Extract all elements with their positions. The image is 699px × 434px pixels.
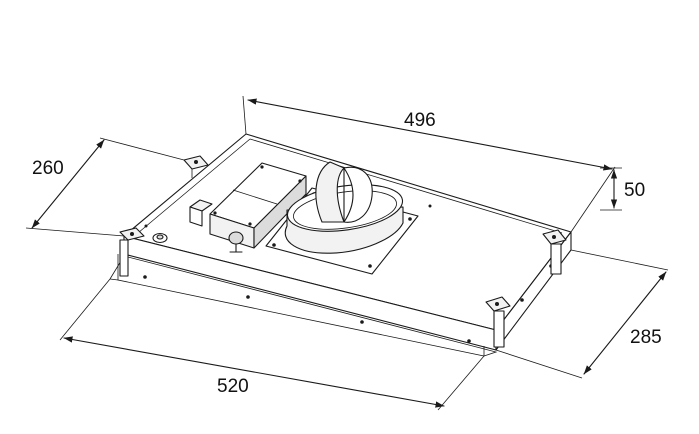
- mounting-bracket-back-left: [183, 155, 209, 178]
- hole: [144, 224, 148, 228]
- adjustment-knob: [152, 232, 168, 244]
- dimension-260: [25, 137, 185, 237]
- dimension-label-496: 496: [404, 110, 436, 131]
- exhaust-outlet: [265, 161, 419, 275]
- dimension-285: [495, 249, 669, 379]
- mounting-bracket-front-left: [119, 227, 145, 277]
- hole: [467, 339, 471, 343]
- dimension-label-260: 260: [32, 158, 64, 179]
- dimension-label-285: 285: [630, 327, 662, 348]
- hole: [520, 298, 524, 302]
- dimension-520: [59, 278, 485, 411]
- dimension-496: [242, 95, 616, 233]
- damper-flap-left: [315, 161, 345, 223]
- dimension-label-520: 520: [217, 376, 249, 397]
- mounting-bracket-back-right: [542, 229, 567, 275]
- hole: [143, 275, 147, 279]
- hole: [360, 320, 364, 324]
- dimension-50: [600, 167, 622, 211]
- dimension-label-50: 50: [624, 180, 645, 201]
- hole: [428, 204, 432, 208]
- mounting-bracket-front-right: [485, 296, 511, 348]
- motor-box: [189, 162, 307, 253]
- damper-flap-right: [343, 166, 373, 223]
- hole: [246, 295, 250, 299]
- capacitor: [228, 231, 244, 245]
